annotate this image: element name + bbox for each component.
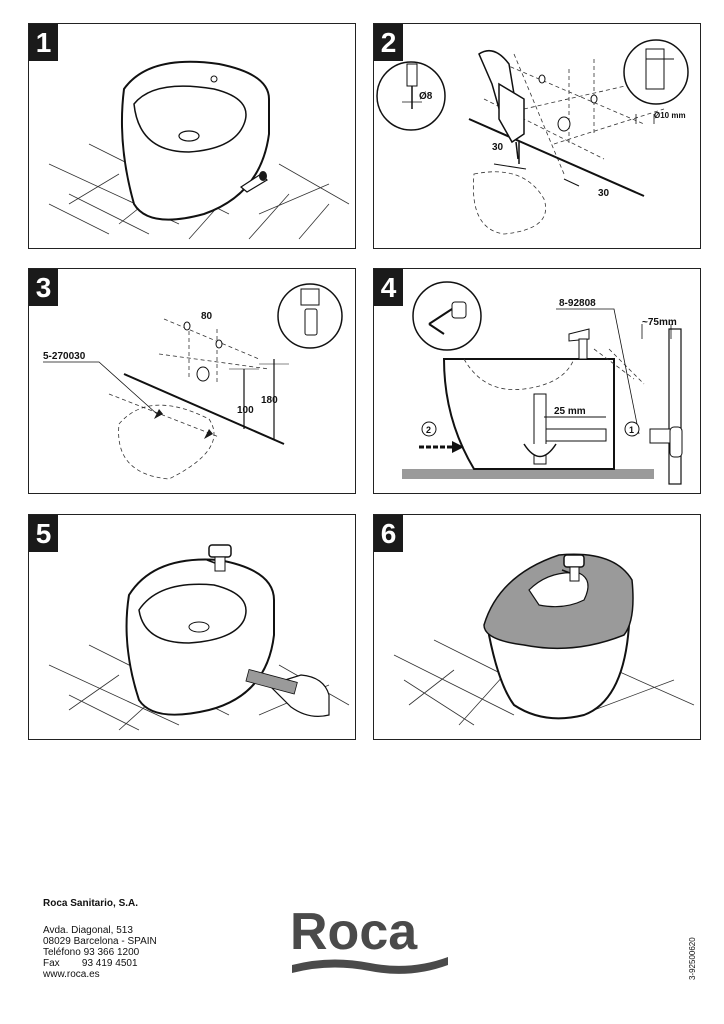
pipe-diameter-label: Ø10 mm bbox=[654, 111, 686, 120]
tap-icon bbox=[561, 554, 585, 582]
step-4-illustration: 25 mm ~75mm 8-92808 1 2 bbox=[402, 281, 683, 485]
logo-wave-icon bbox=[292, 957, 448, 974]
step-number: 2 bbox=[374, 24, 403, 61]
step-number: 3 bbox=[29, 269, 58, 306]
roca-logo: Roca bbox=[290, 903, 450, 985]
bracket-detail-icon bbox=[277, 283, 343, 349]
right-distance-label: 30 bbox=[598, 188, 610, 199]
part-number-label: 5-270030 bbox=[43, 351, 86, 362]
height-180-label: 180 bbox=[261, 395, 278, 406]
step-2-illustration: Ø8 Ø10 mm 30 30 bbox=[376, 39, 689, 235]
wall-bracket-icon bbox=[239, 171, 268, 193]
document-number: 3-92500620 bbox=[688, 937, 697, 980]
width-label: 80 bbox=[201, 311, 213, 322]
step-6-illustration bbox=[393, 553, 695, 726]
address-line: Avda. Diagonal, 513 bbox=[43, 925, 133, 936]
callout-2: 2 bbox=[426, 425, 431, 435]
fixing-bolt-icon bbox=[154, 321, 223, 439]
drill-icon bbox=[478, 49, 525, 160]
step-1-illustration bbox=[48, 60, 350, 240]
left-distance-label: 30 bbox=[492, 142, 504, 153]
valve-icon bbox=[649, 426, 683, 458]
offset-label: 25 mm bbox=[554, 406, 586, 417]
step-number: 6 bbox=[374, 515, 403, 552]
callout-1: 1 bbox=[629, 425, 634, 435]
wall-gap-label: ~75mm bbox=[642, 317, 677, 328]
step-6-panel: 6 bbox=[373, 514, 701, 740]
address-line: 08029 Barcelona - SPAIN bbox=[43, 936, 157, 947]
step-3-illustration: 80 100 180 5-270030 bbox=[43, 283, 343, 480]
step-number: 5 bbox=[29, 515, 58, 552]
step-number: 1 bbox=[29, 24, 58, 61]
logo-text: Roca bbox=[290, 905, 418, 961]
step-3-panel: 3 80 100 180 5-270030 bbox=[28, 268, 356, 494]
tap-icon bbox=[206, 544, 232, 572]
address-line: Teléfono 93 366 1200 bbox=[43, 947, 140, 958]
step-number: 4 bbox=[374, 269, 403, 306]
step-5-panel: 5 bbox=[28, 514, 356, 740]
drill-bit-detail-icon: Ø8 bbox=[376, 61, 446, 131]
website-link: www.roca.es bbox=[43, 969, 100, 980]
address-line: Fax 93 419 4501 bbox=[43, 958, 138, 969]
step-2-panel: 2 Ø8 Ø10 bbox=[373, 23, 701, 249]
anchor-icon bbox=[538, 74, 598, 132]
siphon-icon bbox=[523, 393, 607, 465]
tap-icon bbox=[568, 328, 590, 360]
step-4-panel: 4 25 mm ~75mm 8-92808 1 2 bbox=[373, 268, 701, 494]
company-name: Roca Sanitario, S.A. bbox=[43, 898, 139, 909]
step-5-illustration bbox=[48, 544, 350, 731]
part-number-label: 8-92808 bbox=[559, 298, 596, 309]
step-1-panel: 1 bbox=[28, 23, 356, 249]
wrench-detail-icon bbox=[412, 281, 482, 351]
pipe-detail-icon bbox=[623, 39, 689, 124]
height-100-label: 100 bbox=[237, 405, 254, 416]
drill-diameter-label: Ø8 bbox=[419, 91, 433, 102]
